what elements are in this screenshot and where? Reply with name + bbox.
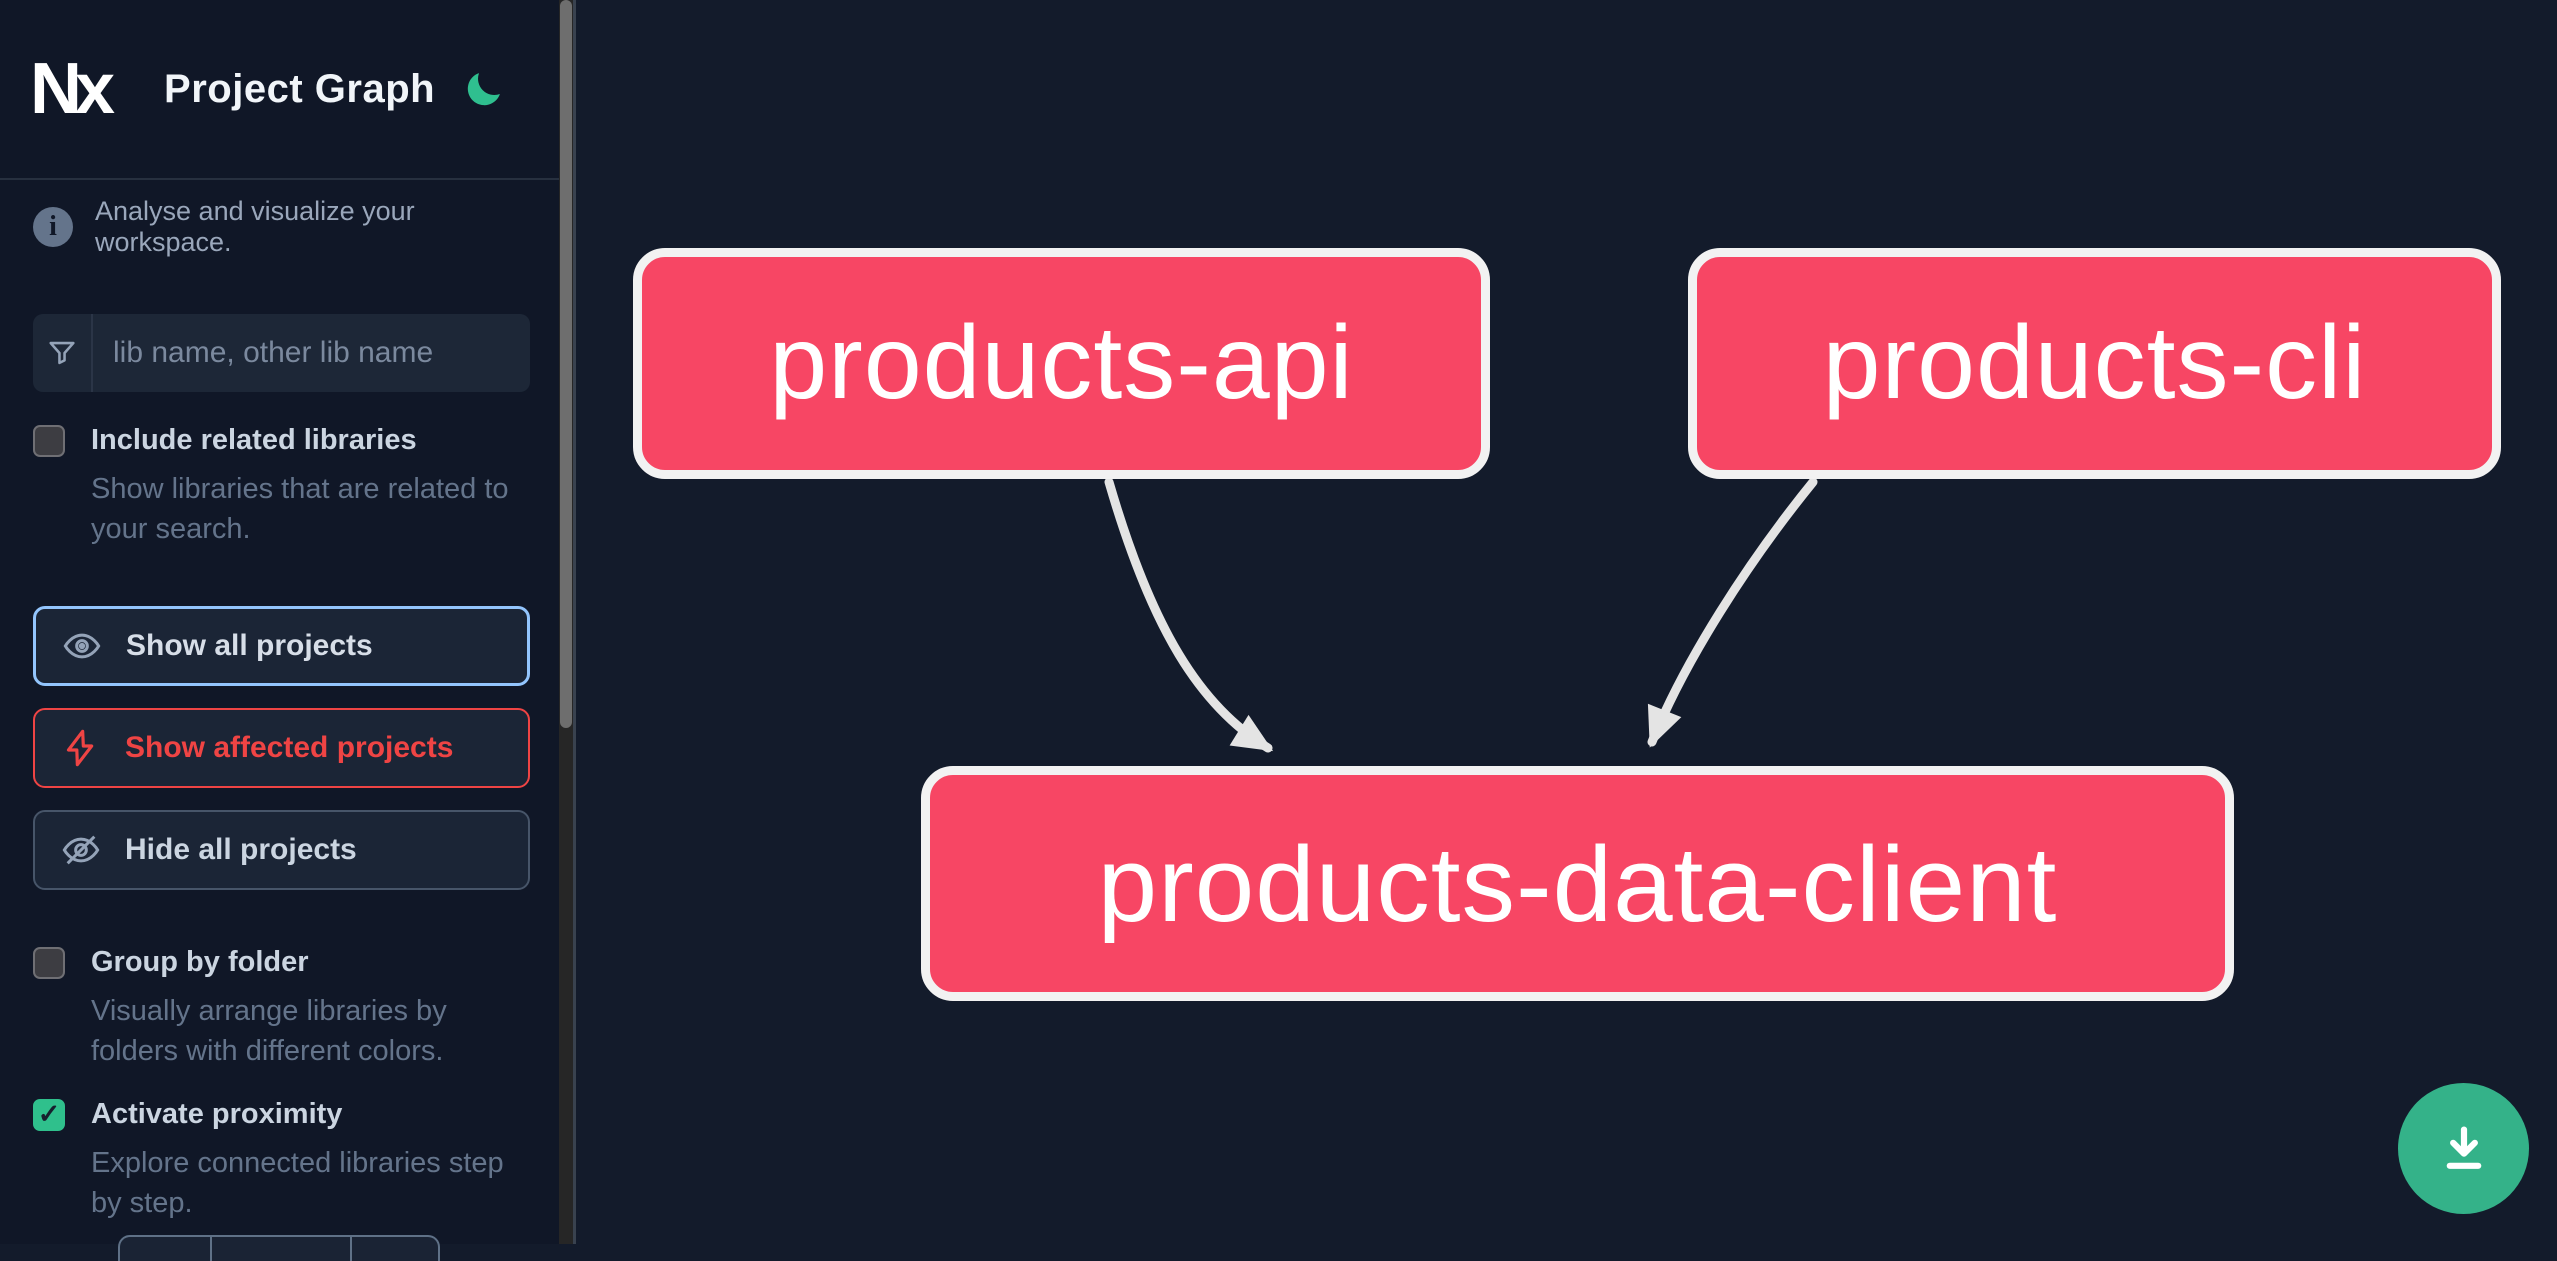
include-related-description: Show libraries that are related to your … bbox=[91, 473, 509, 545]
toggle-include-related: Include related libraries Show libraries… bbox=[33, 424, 509, 549]
toggle-group-by-folder: Group by folder Visually arrange librari… bbox=[33, 946, 503, 1071]
sidebar-header: Nx Project Graph bbox=[0, 0, 559, 180]
group-by-folder-label: Group by folder bbox=[91, 946, 309, 978]
node-label: products-cli bbox=[1822, 305, 2367, 421]
info-icon: i bbox=[33, 207, 73, 247]
node-label: products-data-client bbox=[1097, 823, 2058, 944]
graph-node-products-cli[interactable]: products-cli bbox=[1688, 248, 2501, 479]
show-affected-projects-label: Show affected projects bbox=[125, 731, 454, 764]
sidebar-scrollbar-thumb[interactable] bbox=[560, 0, 572, 728]
sidebar-scrollbar-track[interactable] bbox=[559, 0, 573, 1244]
group-by-folder-description: Visually arrange libraries by folders wi… bbox=[91, 995, 447, 1067]
filter-funnel-icon bbox=[33, 314, 93, 392]
activate-proximity-description: Explore connected libraries step by step… bbox=[91, 1147, 504, 1219]
activate-proximity-checkbox[interactable]: ✓ bbox=[33, 1098, 65, 1131]
theme-toggle-moon-icon[interactable] bbox=[461, 66, 507, 112]
project-graph-canvas[interactable] bbox=[576, 0, 2557, 1244]
hide-all-projects-label: Hide all projects bbox=[125, 833, 357, 866]
sidebar: Nx Project Graph i Analyse and visualize… bbox=[0, 0, 559, 1261]
nx-logo: Nx bbox=[30, 49, 115, 129]
hide-all-projects-button[interactable]: Hide all projects bbox=[33, 810, 530, 890]
toggle-activate-proximity: ✓ Activate proximity Explore connected l… bbox=[33, 1098, 504, 1223]
graph-node-products-data-client[interactable]: products-data-client bbox=[921, 766, 2234, 1001]
sidebar-divider bbox=[573, 0, 576, 1244]
eye-icon bbox=[63, 633, 101, 659]
stepper-divider bbox=[350, 1237, 352, 1261]
show-all-projects-label: Show all projects bbox=[126, 629, 373, 662]
show-all-projects-button[interactable]: Show all projects bbox=[33, 606, 530, 686]
eye-off-icon bbox=[62, 835, 100, 865]
lightning-icon bbox=[66, 729, 94, 767]
page-title: Project Graph bbox=[164, 66, 436, 111]
group-by-folder-checkbox[interactable] bbox=[33, 946, 65, 979]
download-image-button[interactable] bbox=[2398, 1083, 2529, 1214]
include-related-label: Include related libraries bbox=[91, 424, 417, 456]
proximity-depth-stepper[interactable] bbox=[118, 1235, 440, 1261]
graph-node-products-api[interactable]: products-api bbox=[633, 248, 1490, 479]
library-filter bbox=[33, 314, 530, 392]
stepper-divider bbox=[210, 1237, 212, 1261]
download-icon bbox=[2446, 1126, 2481, 1169]
include-related-checkbox[interactable] bbox=[33, 424, 65, 457]
workspace-info: i Analyse and visualize your workspace. bbox=[33, 196, 533, 258]
activate-proximity-label: Activate proximity bbox=[91, 1098, 343, 1130]
info-text: Analyse and visualize your workspace. bbox=[95, 196, 415, 257]
show-affected-projects-button[interactable]: Show affected projects bbox=[33, 708, 530, 788]
search-input[interactable] bbox=[93, 314, 530, 392]
node-label: products-api bbox=[769, 305, 1354, 421]
